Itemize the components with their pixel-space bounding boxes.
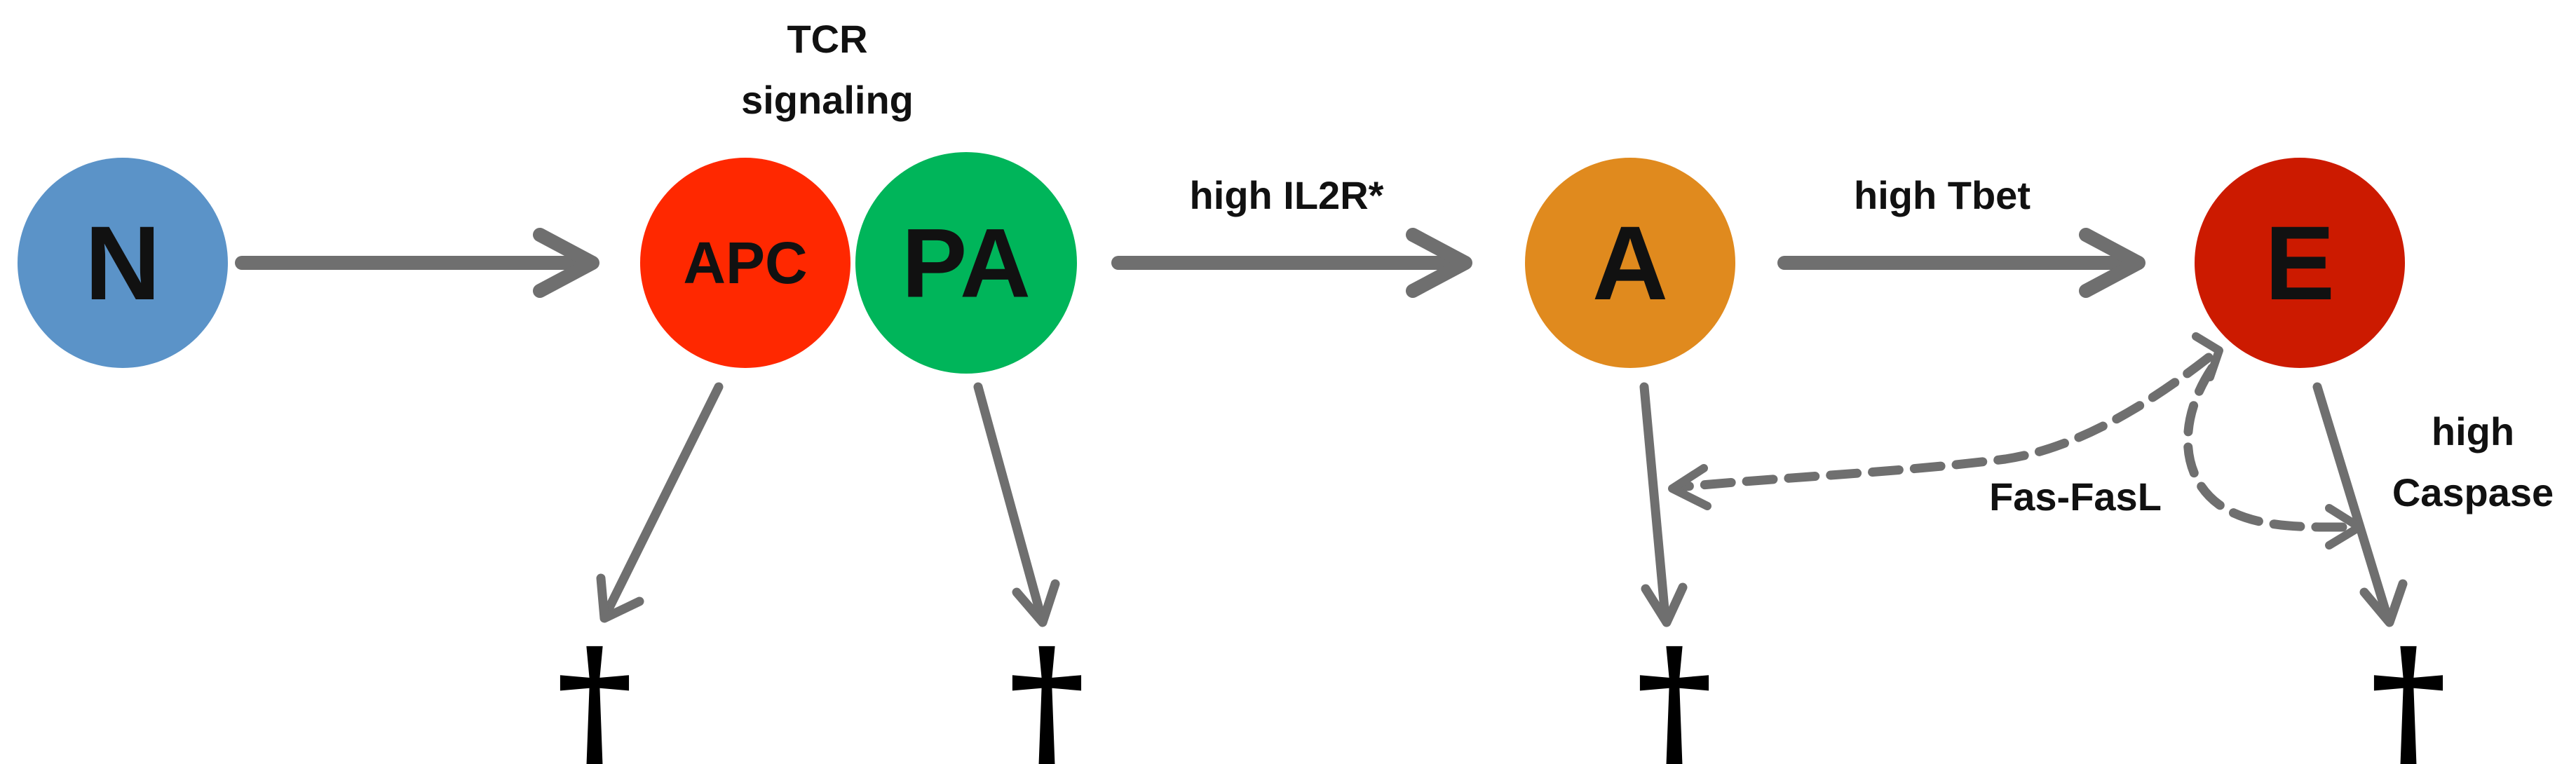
node-apc[interactable]: APC — [640, 158, 850, 368]
node-n-label: N — [85, 204, 161, 322]
edge-labels: TCR signaling high IL2R* high Tbet Fas-F… — [741, 17, 2554, 519]
nodes: N APC PA A E — [18, 152, 2405, 374]
node-a[interactable]: A — [1525, 158, 1735, 368]
label-tbet: high Tbet — [1854, 173, 2031, 217]
node-e[interactable]: E — [2195, 158, 2405, 368]
fas-fasl-arrowheads — [1668, 332, 2364, 550]
arrowhead-dashed-a — [1668, 464, 1711, 510]
node-n[interactable]: N — [18, 158, 228, 368]
arrow-pa-death — [973, 382, 1046, 622]
dagger-pa-icon: † — [1008, 615, 1085, 764]
arrowhead-dashed-e-top — [2192, 332, 2223, 381]
arrow-apc-death — [602, 382, 724, 618]
dagger-apc-icon: † — [556, 615, 633, 764]
arrowhead-a-to-e — [2079, 228, 2145, 298]
node-pa[interactable]: PA — [855, 152, 1077, 374]
node-pa-label: PA — [902, 208, 1031, 318]
node-apc-circle — [640, 158, 850, 368]
node-a-label: A — [1592, 204, 1668, 322]
arrow-e-death — [2312, 382, 2392, 622]
label-il2r: high IL2R* — [1190, 173, 1384, 217]
arrowhead-pa-death — [1012, 579, 1060, 627]
label-caspase-line2: Caspase — [2392, 470, 2554, 514]
arrowhead-e-death — [2359, 579, 2408, 627]
label-caspase-line1: high — [2432, 409, 2514, 453]
death-symbols: † † † † — [556, 615, 2447, 764]
arrowhead-n-to-apc — [533, 228, 599, 298]
main-arrows — [235, 228, 2145, 298]
node-e-label: E — [2265, 204, 2335, 322]
label-fas-fasl: Fas-FasL — [1989, 475, 2162, 519]
dashed-arrow-e-to-death — [2183, 363, 2357, 532]
arrowhead-a-death — [1641, 582, 1688, 627]
dagger-a-icon: † — [1636, 615, 1713, 764]
node-pa-circle — [855, 152, 1077, 374]
node-a-circle — [1525, 158, 1735, 368]
node-e-circle — [2195, 158, 2405, 368]
dashed-arrow-e-to-a — [1674, 353, 2214, 492]
arrowhead-apc-death — [596, 573, 644, 623]
arrow-a-death — [1639, 382, 1670, 622]
arrowhead-dashed-death — [2325, 504, 2364, 550]
label-tcr-line1: TCR — [787, 17, 867, 61]
dagger-e-icon: † — [2370, 615, 2447, 764]
node-n-circle — [18, 158, 228, 368]
fas-fasl-arrows — [1674, 353, 2357, 532]
arrowhead-pa-to-a — [1406, 228, 1472, 298]
label-tcr-line2: signaling — [741, 78, 914, 122]
node-apc-label: APC — [683, 230, 807, 296]
death-arrows — [596, 382, 2408, 627]
